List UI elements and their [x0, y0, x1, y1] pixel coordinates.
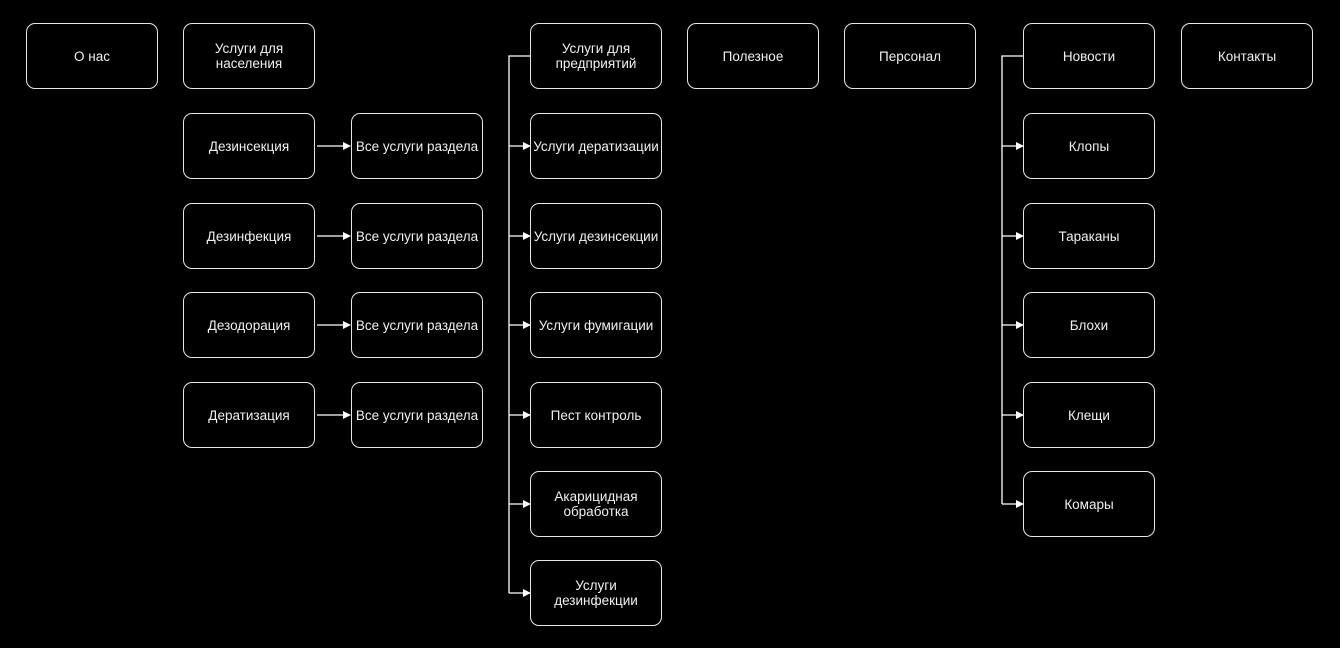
node-ent-fumigacii[interactable]: Услуги фумигации: [530, 292, 662, 358]
node-ent-akaricid[interactable]: Акарицидная обработка: [530, 471, 662, 537]
edge-enterprise-trunk: [508, 55, 530, 593]
node-deratizaciya[interactable]: Дератизация: [183, 382, 315, 448]
node-ent-dezinfekcii[interactable]: Услуги дезинфекции: [530, 560, 662, 626]
node-all-services-1[interactable]: Все услуги раздела: [351, 113, 483, 179]
node-news-klopy[interactable]: Клопы: [1023, 113, 1155, 179]
node-staff[interactable]: Персонал: [844, 23, 976, 89]
node-ent-pest-control[interactable]: Пест контроль: [530, 382, 662, 448]
node-ent-deratizacii[interactable]: Услуги дератизации: [530, 113, 662, 179]
node-news-bloxi[interactable]: Блохи: [1023, 292, 1155, 358]
edge-news-trunk: [1001, 55, 1023, 504]
node-dezodoraciya[interactable]: Дезодорация: [183, 292, 315, 358]
node-all-services-2[interactable]: Все услуги раздела: [351, 203, 483, 269]
node-news[interactable]: Новости: [1023, 23, 1155, 89]
node-useful[interactable]: Полезное: [687, 23, 819, 89]
node-all-services-3[interactable]: Все услуги раздела: [351, 292, 483, 358]
node-dezinsekciya[interactable]: Дезинсекция: [183, 113, 315, 179]
node-enterprise[interactable]: Услуги для предприятий: [530, 23, 662, 89]
node-contacts[interactable]: Контакты: [1181, 23, 1313, 89]
node-population[interactable]: Услуги для населения: [183, 23, 315, 89]
node-news-kleshchi[interactable]: Клещи: [1023, 382, 1155, 448]
node-about[interactable]: О нас: [26, 23, 158, 89]
node-news-tarakany[interactable]: Тараканы: [1023, 203, 1155, 269]
node-news-komary[interactable]: Комары: [1023, 471, 1155, 537]
node-dezinfekciya[interactable]: Дезинфекция: [183, 203, 315, 269]
node-ent-dezinsekcii[interactable]: Услуги дезинсекции: [530, 203, 662, 269]
node-all-services-4[interactable]: Все услуги раздела: [351, 382, 483, 448]
